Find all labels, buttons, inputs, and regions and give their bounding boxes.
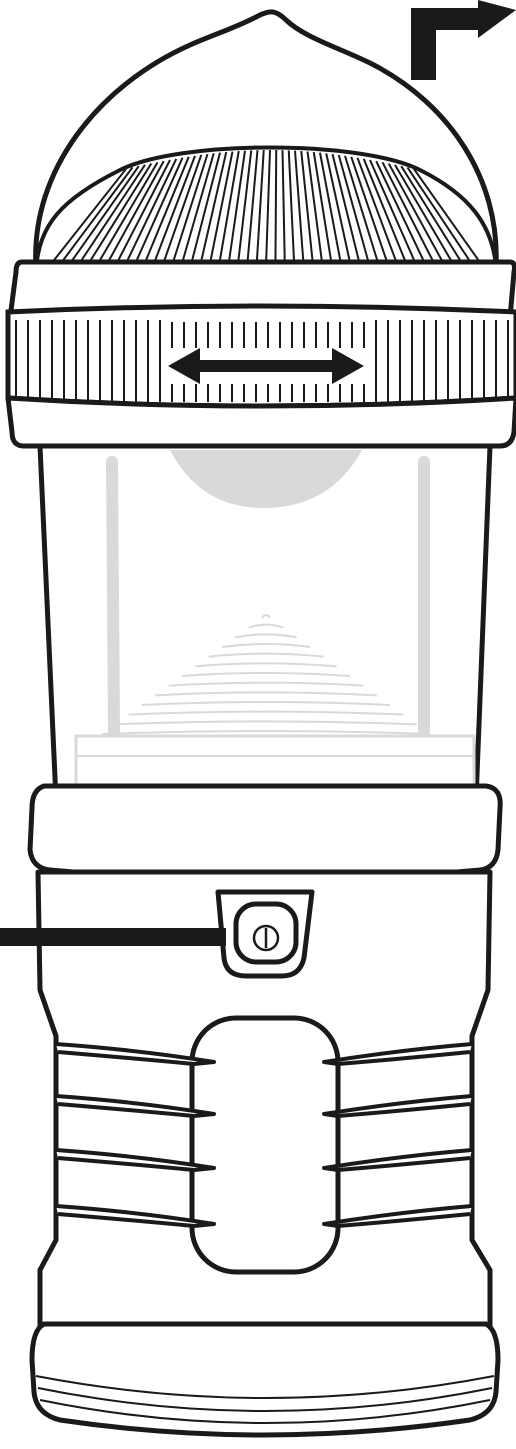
lower-collar <box>8 398 516 446</box>
bottom-base <box>32 1324 498 1435</box>
light-globe <box>40 446 490 812</box>
mid-ring <box>30 786 500 880</box>
grip-pad <box>192 1018 338 1272</box>
rotating-ring <box>8 306 516 406</box>
dome-rib <box>275 150 276 266</box>
arrow-icon <box>411 0 516 80</box>
power-button[interactable] <box>218 892 312 976</box>
callout-line-power <box>0 928 226 946</box>
support-rod-left <box>112 462 114 730</box>
